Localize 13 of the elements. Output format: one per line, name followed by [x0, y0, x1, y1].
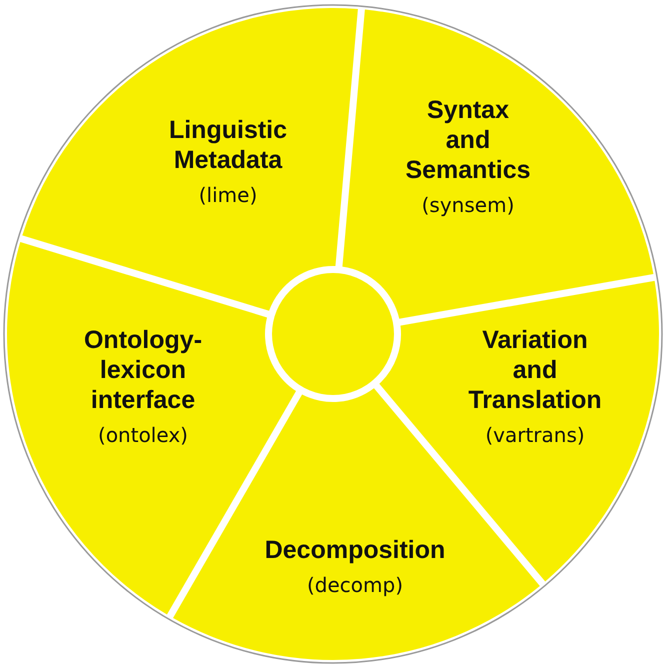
module-abbreviation: (vartrans) [485, 422, 585, 449]
segment-title: Variation and Translation [467, 325, 603, 415]
segment-title: Ontology-lexicon interface [82, 325, 204, 415]
wheel-segment [342, 10, 654, 319]
module-abbreviation: (lime) [198, 182, 258, 209]
segment-title: Syntax and Semantics [404, 95, 532, 185]
module-abbreviation: (ontolex) [98, 422, 188, 449]
wheel-segment [22, 8, 358, 311]
module-abbreviation: (synsem) [422, 192, 514, 219]
hub-circle [272, 273, 394, 395]
segment-title: Decomposition [264, 535, 446, 565]
segment-title: Linguistic Metadata [168, 115, 288, 175]
module-abbreviation: (decomp) [306, 572, 403, 599]
